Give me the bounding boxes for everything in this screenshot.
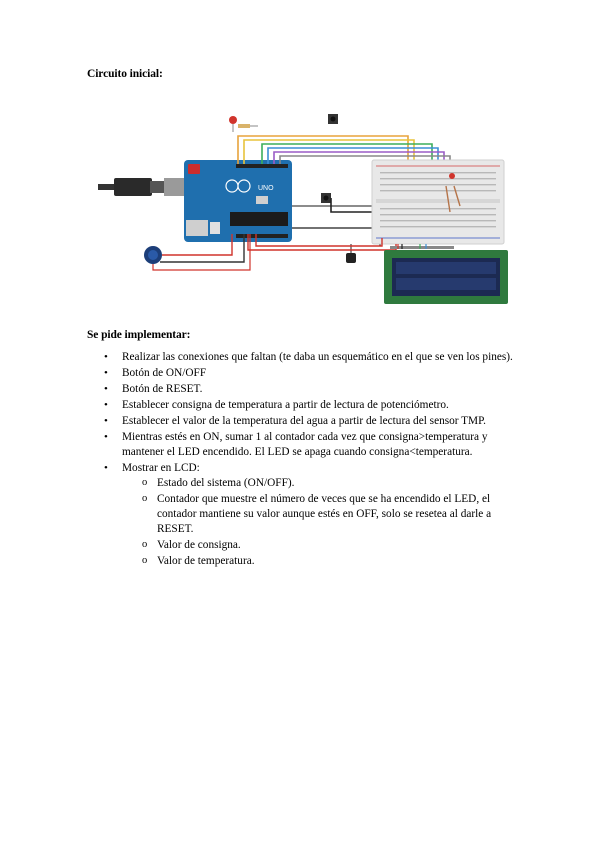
bullet: • [104,383,108,396]
potentiometer [144,234,251,271]
list-item-text: Mientras estés en ON, sumar 1 al contado… [122,431,488,459]
sub-list-item-text: Contador que muestre el número de veces … [157,493,492,535]
temperature-sensor [346,244,356,263]
bullet: • [104,351,108,363]
circuit-diagram: UNO [98,114,508,304]
list-item: • Mientras estés en ON, sumar 1 al contad… [87,430,527,460]
sub-list-item: o Valor de consigna. [122,538,502,553]
sub-list-item-text: Valor de consigna. [157,538,241,551]
list-item: • Realizar las conexiones que faltan (te … [87,350,527,365]
heading-circuit: Circuito inicial: [87,68,163,80]
list-item-text: Botón de RESET. [122,383,203,396]
requirements-list: • Realizar las conexiones que faltan (te … [87,350,527,570]
arduino-board: UNO [184,160,292,242]
sub-list-item-text: Valor de temperatura. [157,555,255,568]
list-item: • Mostrar en LCD: o Estado del sistema (ON… [87,461,527,568]
sub-bullet: o [142,477,148,489]
led-component [229,116,258,132]
list-item-text: Botón de ON/OFF [122,367,207,380]
bullet: • [104,462,108,475]
sub-bullet: o [142,493,148,505]
sub-bullet: o [142,538,148,550]
bullet: • [104,367,108,380]
list-item: • Establecer el valor de la temperatura d… [87,414,527,429]
lcd-display [384,246,508,304]
sub-list-item: o Estado del sistema (ON/OFF). [122,476,502,491]
sub-bullet: o [142,555,148,567]
sub-list-item: o Contador que muestre el número de veces… [122,492,502,536]
breadboard [371,159,505,245]
board-label: UNO [258,185,274,192]
sub-list-item: o Valor de temperatura. [122,554,502,569]
list-item: • Botón de RESET. [87,382,527,397]
lcd-wires [397,244,427,249]
sub-list-item-text: Estado del sistema (ON/OFF). [157,477,295,490]
list-item: • Botón de ON/OFF [87,366,527,381]
bullet: • [104,415,108,428]
bullet: • [104,431,108,444]
usb-cable [98,178,184,196]
bullet: • [104,399,108,412]
pushbutton-mid [321,193,331,203]
list-item-text: Establecer consigna de temperatura a par… [122,399,449,412]
list-item-text: Mostrar en LCD: [122,462,200,475]
pushbutton-top [328,114,338,124]
list-item-text: Establecer el valor de la temperatura de… [122,415,486,428]
list-item-text: Realizar las conexiones que faltan (te d… [122,351,513,363]
list-item: • Establecer consigna de temperatura a pa… [87,398,527,413]
heading-implement: Se pide implementar: [87,329,191,341]
